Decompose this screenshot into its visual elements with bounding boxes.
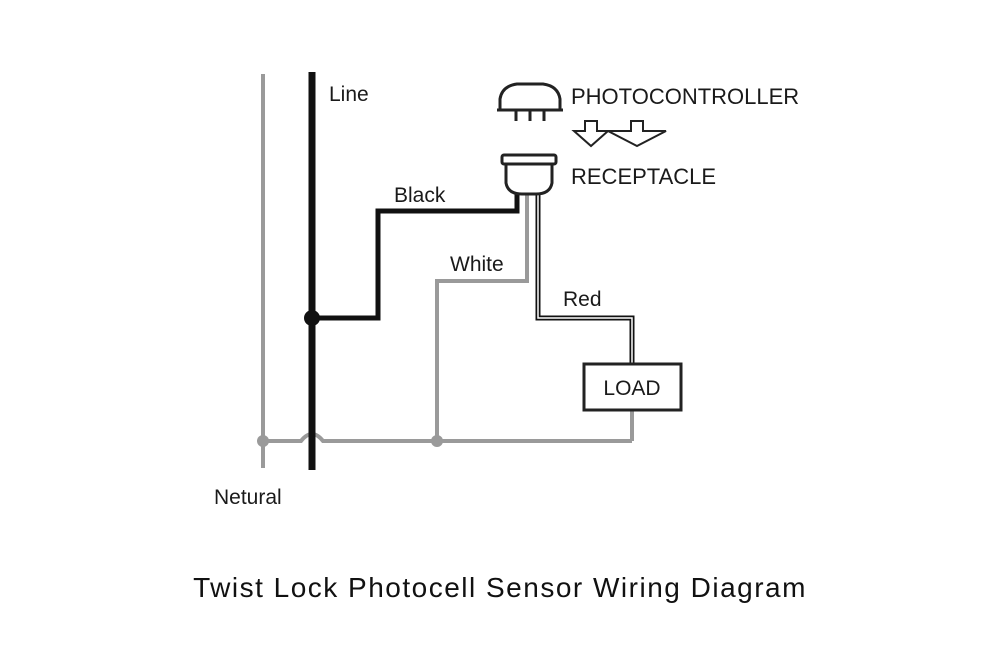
load-box <box>582 362 683 412</box>
neutral-bus <box>263 432 632 443</box>
load-label: LOAD <box>603 377 660 400</box>
line-junction <box>304 310 320 326</box>
white-wire <box>435 194 529 441</box>
photocontroller-label: PHOTOCONTROLLER <box>571 84 799 109</box>
receptacle-icon <box>500 153 558 196</box>
neutral-junction-left <box>257 435 269 447</box>
diagram-caption: Twist Lock Photocell Sensor Wiring Diagr… <box>193 572 807 603</box>
line-label: Line <box>329 83 369 106</box>
neutral-label: Netural <box>214 486 282 509</box>
down-arrow-icon <box>571 120 611 148</box>
down-arrow-icon <box>607 120 667 148</box>
receptacle-label: RECEPTACLE <box>571 164 716 189</box>
photocontroller-icon <box>497 82 563 121</box>
red-wire-outline <box>535 194 635 364</box>
red-wire-fill <box>537 194 633 364</box>
white-label: White <box>450 253 504 276</box>
black-wire <box>312 194 520 321</box>
white-neutral-junction <box>431 435 443 447</box>
black-label: Black <box>394 184 446 207</box>
red-label: Red <box>563 288 602 311</box>
